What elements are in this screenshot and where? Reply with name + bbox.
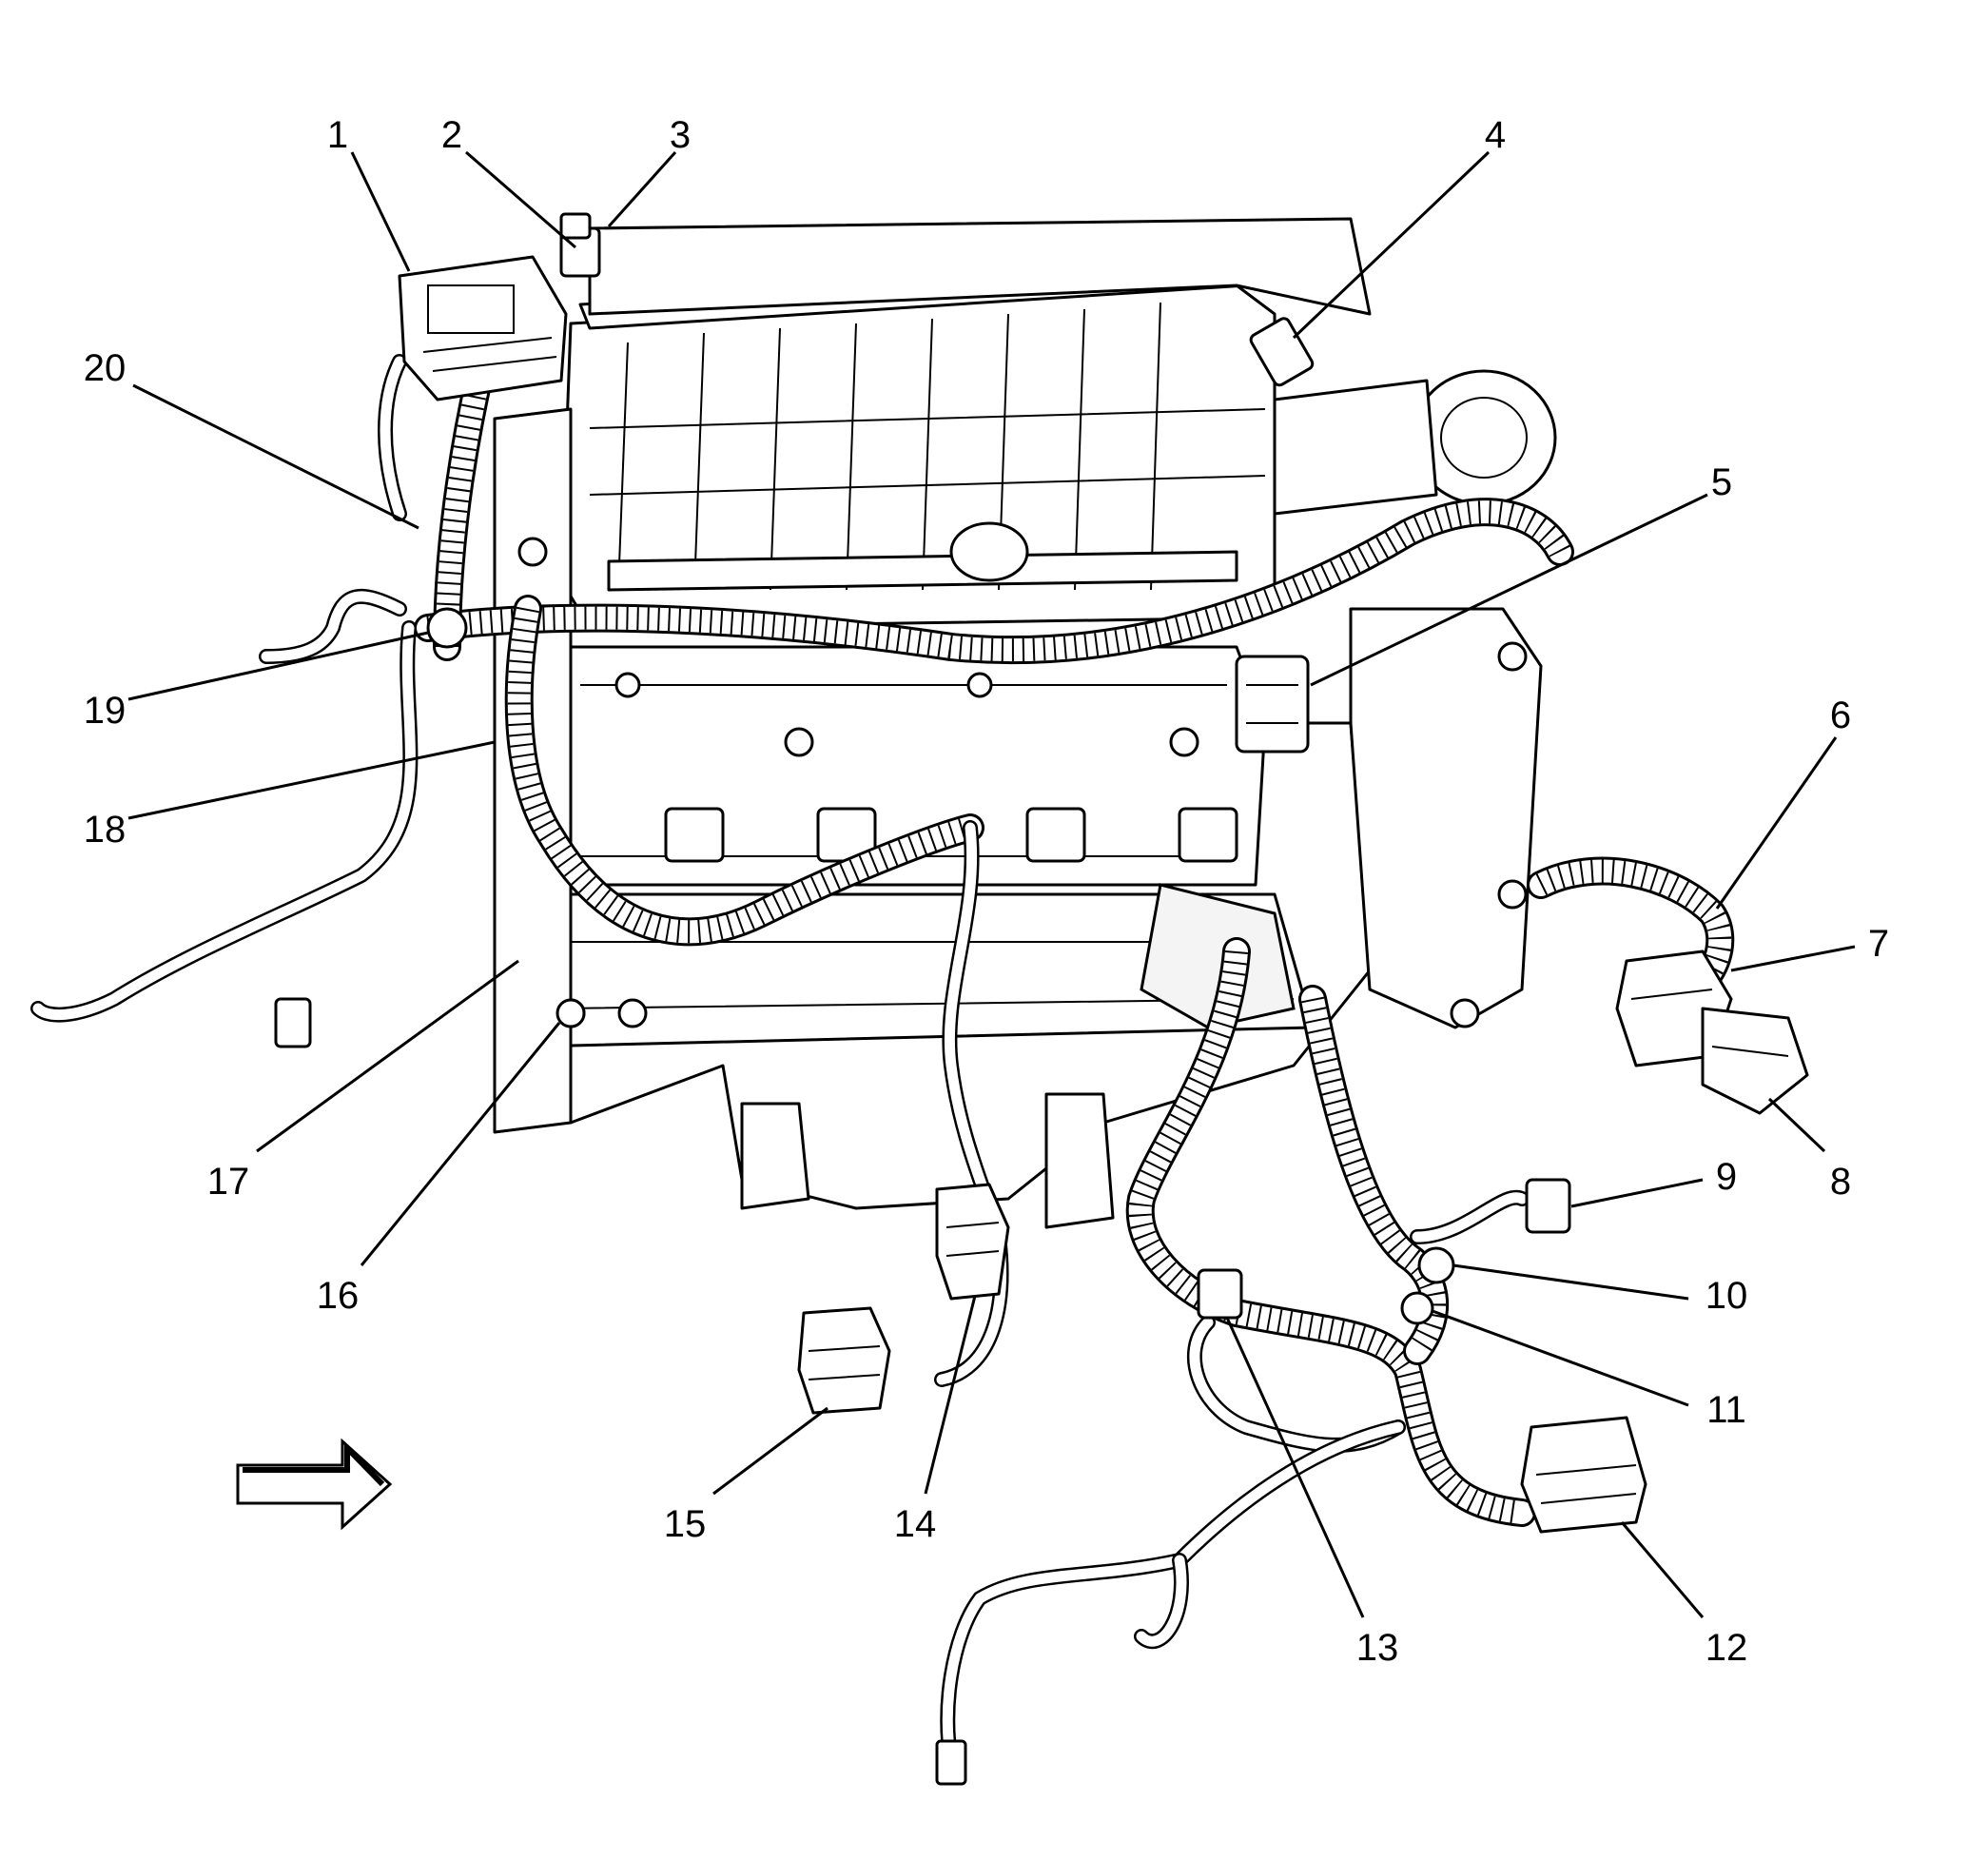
leader-9	[1570, 1178, 1704, 1208]
connector-left-lower	[274, 997, 312, 1048]
callout-8: 8	[1830, 1161, 1851, 1203]
leader-5	[1310, 493, 1708, 687]
connector-3	[559, 212, 592, 240]
leader-3	[607, 150, 677, 228]
leader-15	[712, 1406, 828, 1496]
connectors	[274, 212, 1809, 1786]
callout-5: 5	[1711, 461, 1732, 503]
leader-16	[360, 1022, 561, 1266]
connector-5	[1235, 655, 1310, 754]
connector-13	[1197, 1268, 1243, 1320]
connector-12	[1520, 1416, 1647, 1534]
front-cover	[1349, 607, 1543, 1029]
callout-20: 20	[84, 347, 127, 389]
connector-bottom	[935, 1739, 967, 1786]
callout-11: 11	[1706, 1389, 1746, 1431]
leader-8	[1767, 1097, 1826, 1153]
wire-branches	[30, 354, 1530, 1768]
leader-1	[350, 151, 411, 272]
leader-18	[127, 740, 496, 820]
leader-6	[1715, 736, 1838, 910]
leader-14	[924, 1295, 977, 1495]
ground-stud-16	[555, 998, 586, 1028]
callout-18: 18	[84, 809, 127, 851]
leader-11	[1432, 1309, 1689, 1407]
leader-13	[1225, 1317, 1365, 1618]
engine-control-module	[398, 255, 568, 401]
leader-12	[1620, 1521, 1705, 1618]
connector-15	[797, 1306, 891, 1415]
leader-19	[127, 631, 429, 701]
callout-10: 10	[1705, 1275, 1748, 1317]
callout-17: 17	[207, 1161, 250, 1203]
leader-17	[256, 959, 519, 1153]
leader-7	[1730, 945, 1856, 972]
callout-16: 16	[317, 1275, 360, 1317]
leader-20	[132, 383, 419, 530]
callout-labels: 1 2 3 4 5 6 7 8 9 10 11 12 13 14 15 16 1…	[84, 114, 1889, 1669]
oil-fill-cap	[949, 521, 1029, 582]
callout-3: 3	[670, 114, 691, 156]
callout-14: 14	[894, 1503, 937, 1545]
harness-clip-11	[1400, 1291, 1434, 1325]
leader-2	[465, 150, 576, 249]
rear-engine-structure	[588, 217, 1372, 316]
connector-9	[1525, 1178, 1571, 1234]
exhaust-shield	[1140, 883, 1296, 1029]
harness-clip-19	[426, 607, 468, 649]
callout-15: 15	[664, 1503, 707, 1545]
callout-9: 9	[1716, 1156, 1737, 1198]
callout-12: 12	[1705, 1627, 1748, 1669]
callout-1: 1	[327, 114, 348, 156]
callout-4: 4	[1485, 114, 1506, 156]
connector-14	[935, 1183, 1010, 1301]
callout-7: 7	[1868, 923, 1889, 965]
leader-lines	[127, 150, 1856, 1618]
callout-6: 6	[1830, 695, 1851, 736]
leader-10	[1452, 1263, 1689, 1301]
direction-arrow-icon	[236, 1438, 393, 1531]
callout-13: 13	[1356, 1627, 1399, 1669]
connector-4	[1249, 317, 1315, 387]
connector-8	[1701, 1007, 1809, 1115]
engine-assembly	[493, 217, 1557, 1229]
leader-4	[1292, 150, 1491, 340]
callout-19: 19	[84, 690, 127, 732]
harness-clip-10	[1417, 1246, 1455, 1284]
callout-2: 2	[441, 114, 462, 156]
